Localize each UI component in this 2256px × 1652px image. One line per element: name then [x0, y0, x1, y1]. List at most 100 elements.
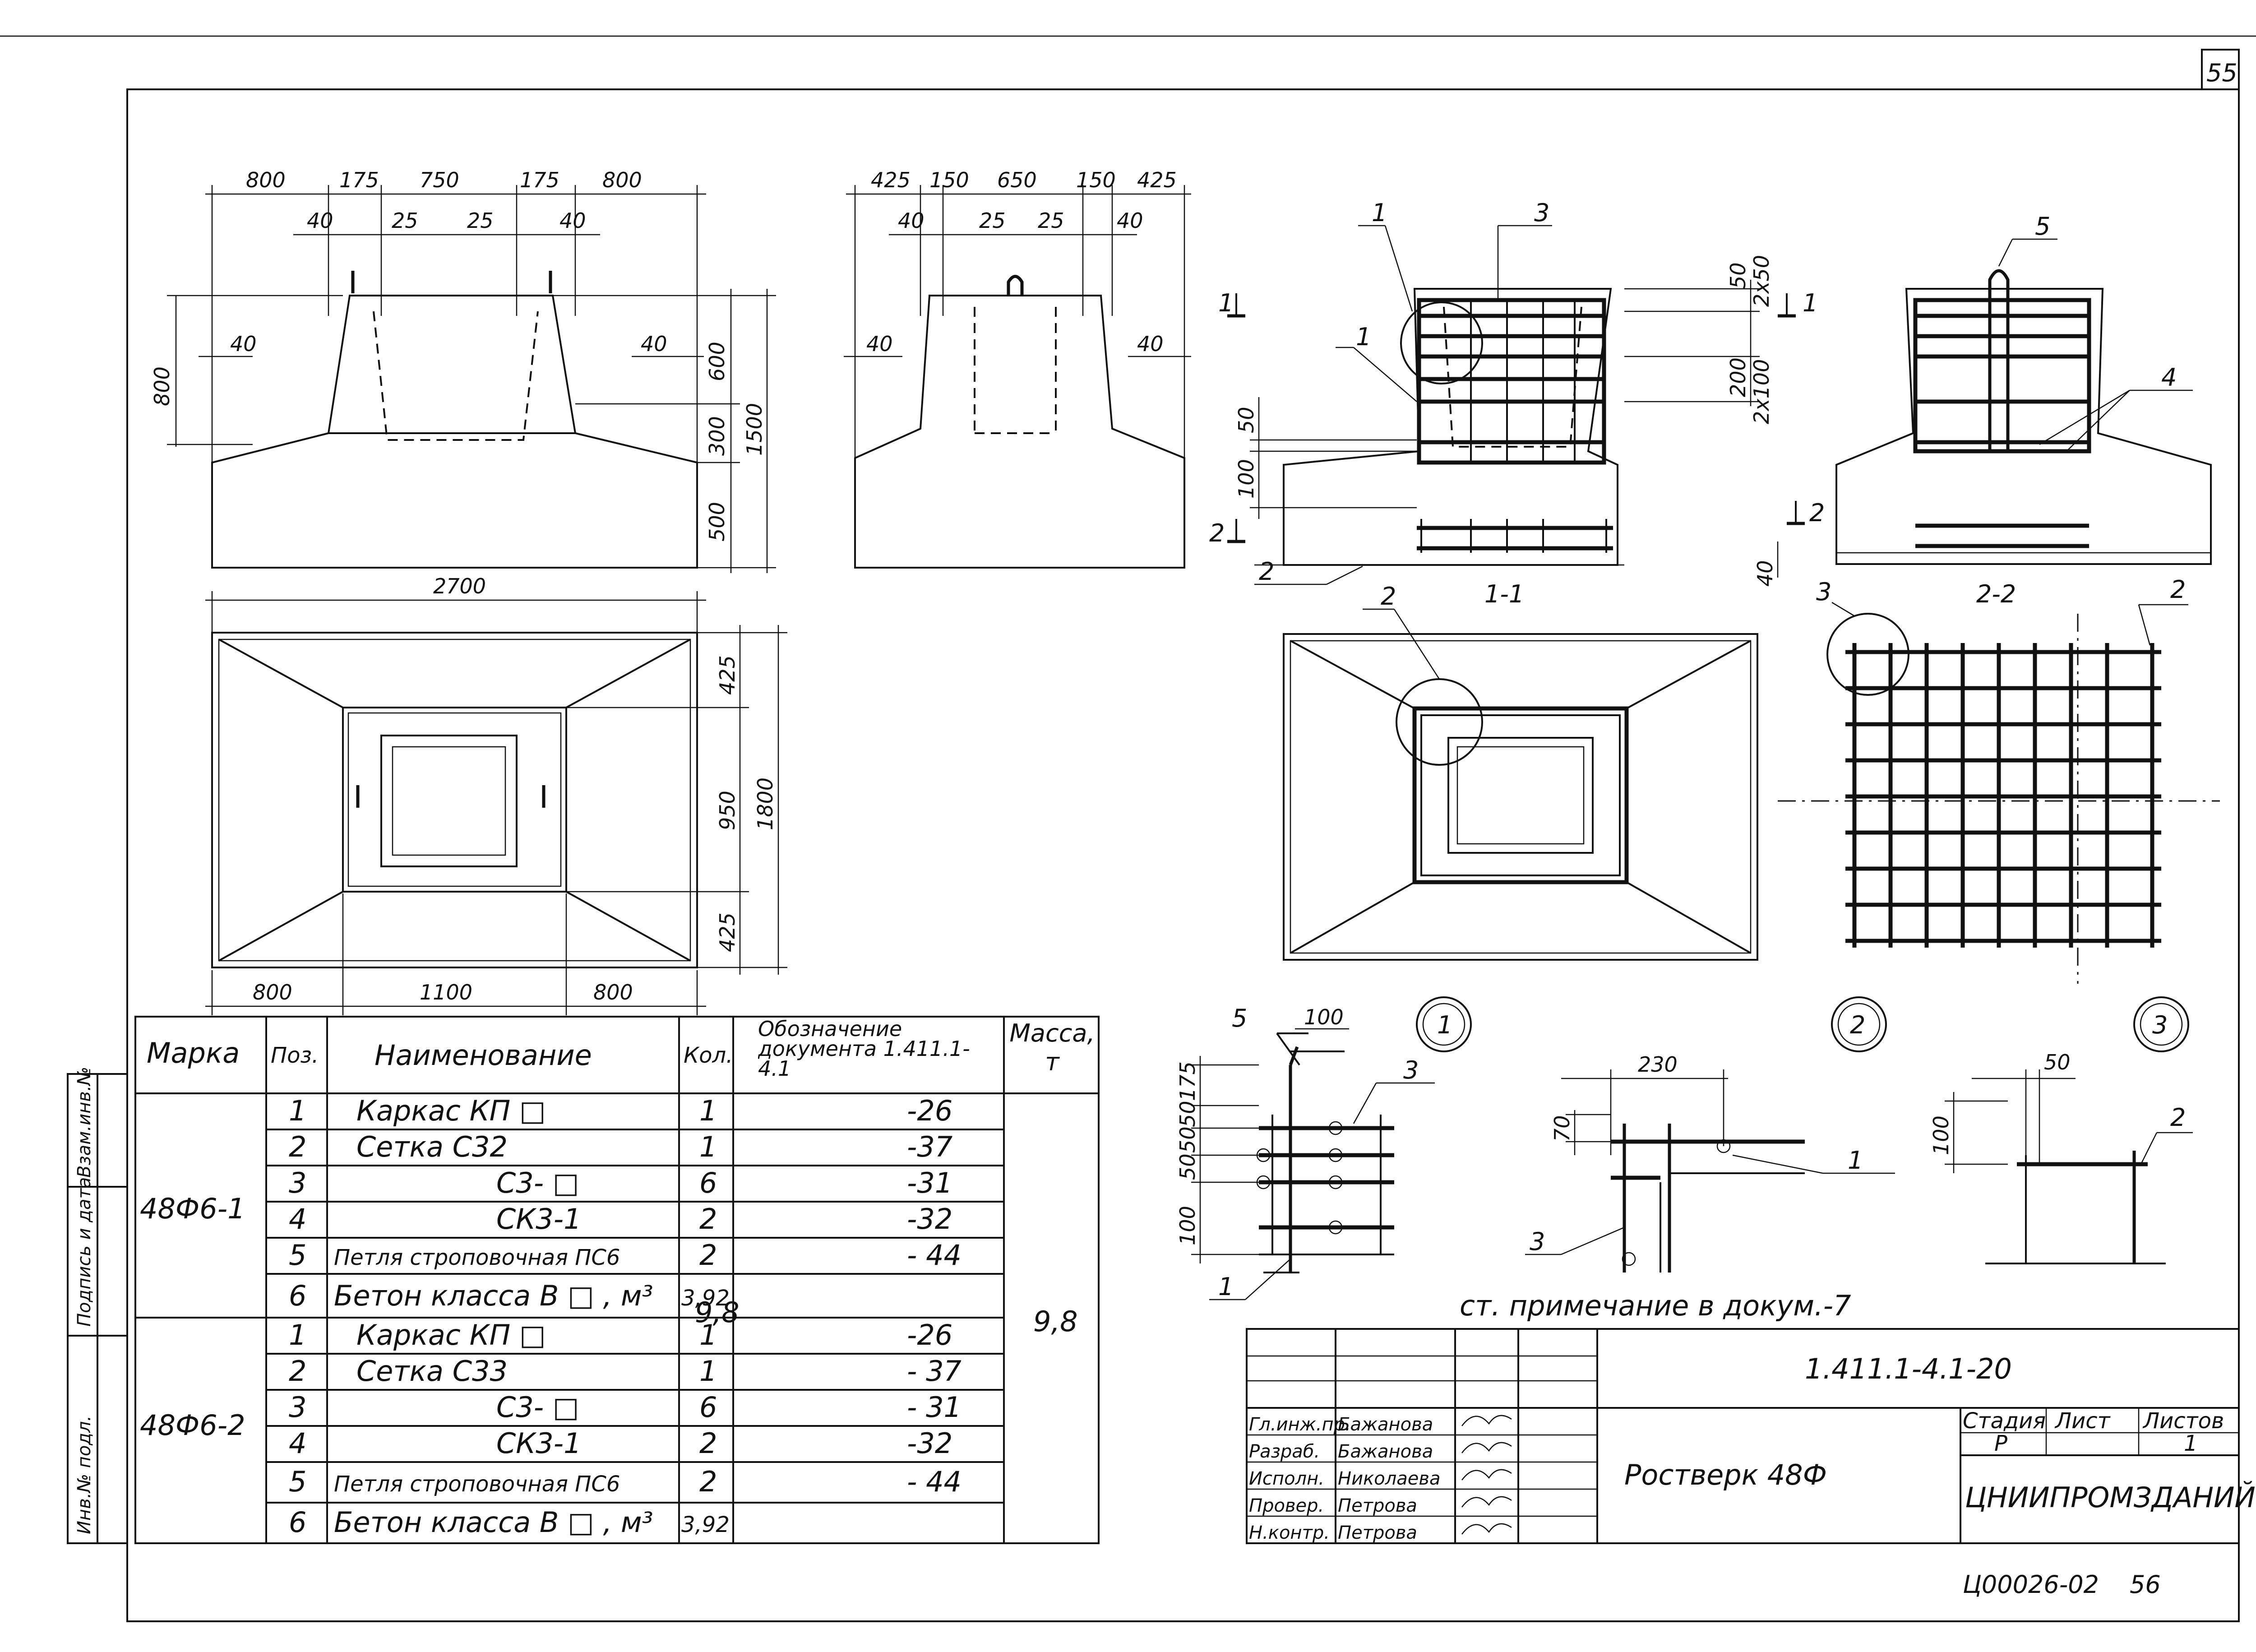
section-2-2: 5 4 2-2	[1835, 212, 2212, 608]
sig-name-1: Бажанова	[1338, 1414, 1433, 1435]
side-dim-top-3: 650	[997, 168, 1037, 192]
det1-dim-1: 175	[1175, 1061, 1200, 1101]
det3-dim-side: 100	[1929, 1115, 1953, 1155]
side-elevation: 425 150 650 150 425 40 25 25 40 40 40	[844, 168, 1191, 569]
g2-r5-doc: - 44	[907, 1465, 962, 1498]
stage-value: Р	[1994, 1431, 2007, 1456]
g1-r5-doc: - 44	[907, 1239, 962, 1272]
det2-dim-top: 230	[1638, 1052, 1678, 1077]
det1-dim-4: 50	[1175, 1153, 1200, 1180]
sec-dim-right-2: 2x50	[1749, 255, 1774, 307]
g2-r3-doc: - 31	[907, 1391, 962, 1424]
g2-r1-doc: -26	[907, 1319, 952, 1351]
callout-1-mid: 1	[1356, 323, 1371, 351]
side-stamp: Инв.№ подл. Подпись и дата Взам.инв.№	[67, 1067, 128, 1544]
plan-view: 2700 800 1100 800 425 950 425 1800	[205, 574, 787, 1015]
front-dim-inner-4: 40	[559, 208, 586, 233]
page-number: 55	[2206, 59, 2238, 87]
g2-r2-name: Сетка С33	[356, 1355, 508, 1388]
detail-marker-3-label: 3	[2152, 1011, 2168, 1039]
sheets-value: 1	[2184, 1431, 2198, 1456]
side-dim-top-1: 425	[871, 168, 911, 192]
drawing-title: Ростверк 48Ф	[1624, 1458, 1827, 1491]
g1-r6-pos: 6	[289, 1279, 306, 1312]
bottom-page-number: 56	[2130, 1570, 2161, 1599]
title-block: 1.411.1-4.1-20 Ростверк 48Ф Стадия Лист …	[1246, 1328, 2256, 1544]
g1-r4-name: СК3-1	[496, 1203, 582, 1236]
g1-r6-name: Бетон класса В □ , м³	[334, 1279, 653, 1312]
detail-2: 2 230 70 1 3	[1525, 996, 1895, 1273]
plan-dim-right-1: 425	[715, 655, 740, 695]
detail-3-bubble	[1826, 613, 1909, 696]
g1-r1-pos: 1	[289, 1094, 306, 1127]
section-1-1: 1 1 2 2 50 2x50 200 2x100 40 50 100 1	[1209, 199, 1825, 608]
side-dim-inner-1: 40	[898, 208, 925, 233]
page-number-box	[2201, 49, 2240, 90]
signature-mark-4	[1461, 1496, 1512, 1508]
section-2-2-label: 2-2	[1976, 580, 2016, 608]
group-1-mark: 48Ф6-1	[140, 1192, 245, 1225]
det2-dim-side: 70	[1550, 1115, 1574, 1142]
spec-mass: 9,8	[695, 1296, 740, 1329]
g1-r4-qty: 2	[699, 1203, 717, 1236]
front-dim-right-3: 500	[705, 502, 729, 541]
section-2-2-cage	[1913, 298, 2091, 453]
archive-code: Ц00026-02	[1963, 1570, 2099, 1599]
det1-callout-5: 5	[1232, 1004, 1247, 1032]
note-text: ст. примечание в докум.-7	[1460, 1289, 1851, 1322]
g1-r5-qty: 2	[699, 1239, 717, 1272]
sig-name-3: Николаева	[1338, 1468, 1440, 1489]
section-2-2-outline	[1835, 288, 2212, 565]
det3-dim-top: 50	[2044, 1050, 2071, 1074]
side-dim-top-5: 425	[1137, 168, 1177, 192]
cut-mark-2-right: 2	[1809, 499, 1825, 527]
detail-marker-2-label: 2	[1850, 1011, 1865, 1039]
g1-r1-name: Каркас КП □	[356, 1094, 546, 1127]
group-2-mark: 48Ф6-2	[140, 1409, 245, 1442]
side-dim-top-4: 150	[1076, 168, 1116, 192]
g1-r2-doc: -37	[907, 1130, 952, 1163]
detail-1-bubble	[1400, 301, 1483, 384]
spec-table-frame	[134, 1016, 1100, 1544]
sec-dim-right-1: 50	[1726, 262, 1750, 289]
front-dim-top-2: 175	[339, 168, 379, 192]
front-dim-inner-2: 25	[392, 208, 418, 233]
front-dim-top-1: 800	[246, 168, 286, 192]
detail-marker-3	[2133, 996, 2189, 1052]
det1-callout-3: 3	[1403, 1056, 1419, 1084]
g1-r1-doc: -26	[907, 1094, 952, 1127]
det1-callout-1: 1	[1218, 1273, 1234, 1301]
lifting-loop-side	[1007, 275, 1024, 296]
title-block-frame	[1246, 1328, 2240, 1544]
g2-r1-pos: 1	[289, 1319, 306, 1351]
side-elevation-outline	[854, 295, 1185, 569]
sec-dim-bottom: 40	[1753, 560, 1777, 587]
sig-role-4: Провер.	[1249, 1495, 1324, 1516]
g2-r4-qty: 2	[699, 1427, 717, 1460]
detail-marker-1-label: 1	[1437, 1011, 1452, 1039]
cut-mark-1-left: 1	[1218, 289, 1234, 317]
detail-1: 1 5 100 175 50 50 50 100	[1175, 996, 1472, 1301]
sec-dim-right-3: 200	[1726, 357, 1750, 397]
plan-cage-ring	[1412, 706, 1629, 884]
callout-3-sec: 3	[1534, 199, 1549, 227]
front-dim-inner-3: 25	[467, 208, 494, 233]
sheets-label: Листов	[2142, 1408, 2224, 1434]
det2-callout-1: 1	[1848, 1146, 1863, 1175]
th-pos: Поз.	[271, 1043, 319, 1068]
plan-dim-right-3: 425	[715, 912, 740, 952]
sig-name-4: Петрова	[1338, 1495, 1417, 1516]
side-dim-side-left: 40	[866, 332, 893, 356]
g1-r6-qty: 3,92	[681, 1286, 730, 1311]
drawing-number: 1.411.1-4.1-20	[1805, 1352, 2012, 1385]
plan-dim-width: 2700	[433, 574, 486, 598]
mesh-plan: 3 2	[1778, 575, 2220, 984]
th-mark: Марка	[147, 1037, 240, 1069]
g2-r3-qty: 6	[699, 1391, 717, 1424]
detail-marker-1	[1416, 996, 1472, 1052]
th-mass: Масса, т	[1009, 1019, 1095, 1076]
g2-r4-pos: 4	[289, 1427, 306, 1460]
th-name: Наименование	[374, 1039, 592, 1072]
section-1-1-outline	[1283, 288, 1618, 566]
callout-1-top: 1	[1372, 199, 1387, 227]
